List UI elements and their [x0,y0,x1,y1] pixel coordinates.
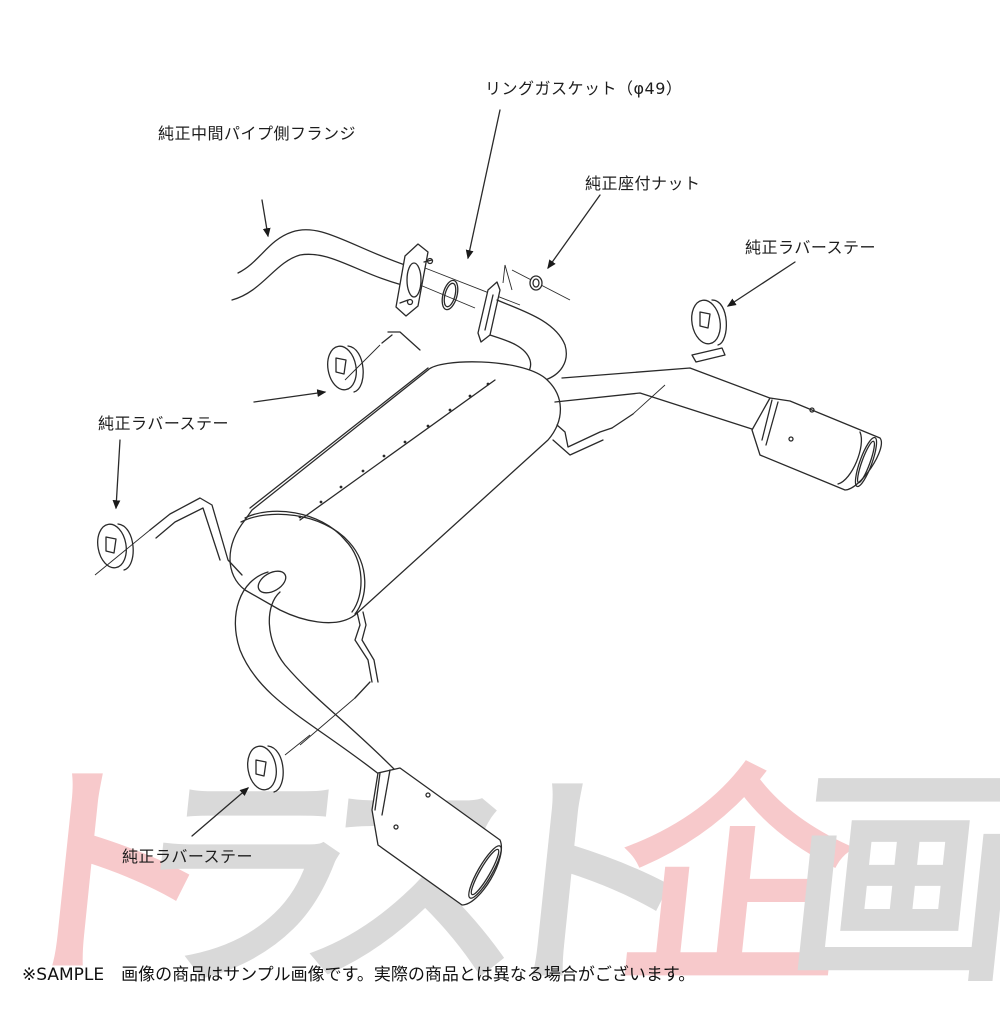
left-rubber-hanger [94,497,243,576]
muffler-inlet-flange [477,281,501,343]
weld-dots [298,382,490,519]
label-oem-rubber-stay-left: 純正ラバーステー [98,414,230,433]
label-oem-rubber-stay-bottom: 純正ラバーステー [122,847,254,866]
label-oem-mid-pipe-flange: 純正中間パイプ側フランジ [158,124,357,143]
bottom-rubber-hanger [247,734,311,793]
left-tailpipe [234,570,503,906]
mid-pipe-flange [395,243,434,317]
sample-disclaimer: ※SAMPLE 画像の商品はサンプル画像です。実際の商品とは異なる場合がございま… [22,965,696,985]
label-oem-rubber-stay-right: 純正ラバーステー [745,238,877,257]
leader-lines [112,109,796,837]
upper-left-rubber-hanger [327,331,421,393]
right-rubber-hanger [691,299,728,363]
oem-mid-pipe [231,229,406,301]
seat-nut [502,264,571,301]
ring-gasket [441,279,459,311]
main-muffler [229,361,561,624]
label-ring-gasket: リングガスケット（φ49） [485,79,683,98]
left-lower-bracket [299,611,379,746]
right-tailpipe [554,367,883,491]
label-oem-seat-nut: 純正座付ナット [585,174,701,193]
right-hanger-bracket [552,384,666,456]
